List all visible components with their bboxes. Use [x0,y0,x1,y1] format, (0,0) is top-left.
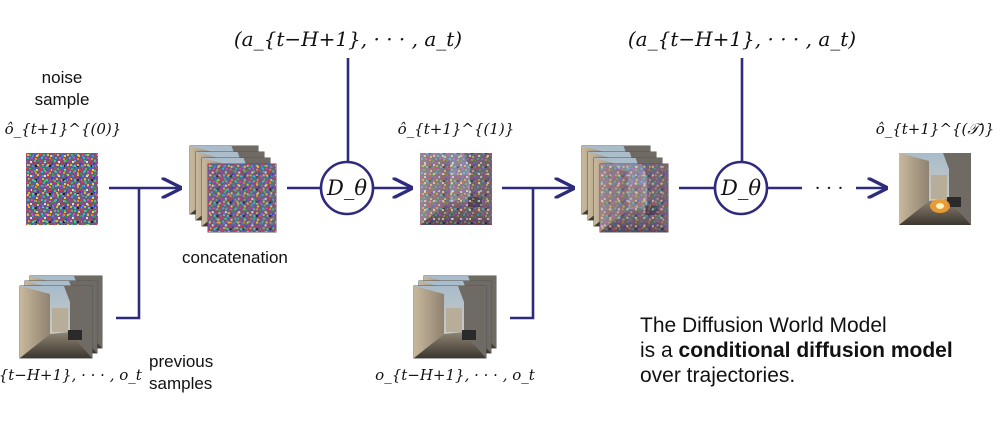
action-sequence-label: (a_{t−H+1}, · · · , a_t) [628,27,856,51]
caption-bold-phrase: conditional diffusion model [678,339,953,362]
caption-line-1: The Diffusion World Model [640,314,887,337]
previous-samples-label-line-2: samples [149,374,213,393]
concatenation-stack-1 [189,145,277,233]
step-1-sample-symbol: ô_{t+1}^{(1)} [398,120,515,138]
previous-samples-label-line-1: previous [149,352,214,371]
ellipsis: · · · [815,178,844,199]
connector-prev-samples-2 [510,188,535,320]
connector-prev-samples-1 [116,188,141,320]
previous-samples-label: previous samples [149,351,213,395]
action-sequence-label: (a_{t−H+1}, · · · , a_t) [234,27,462,51]
previous-observations-stack-1 [19,275,103,359]
concatenation-stack-2 [581,145,669,233]
previous-observations-stack-2 [413,275,497,359]
final-sample-image [899,153,971,225]
concatenation-label: concatenation [182,248,288,267]
denoiser-label: D_θ [326,176,367,200]
denoiser-node-2: D_θ [713,160,769,216]
noise-sample-label-line-1: noise [41,68,83,87]
observation-sequence-label: o_{t−H+1}, · · · , o_t [0,366,143,384]
caption-line-2: is a conditional diffusion model [640,338,953,363]
noise-sample-label-line-2: sample [34,90,90,109]
noise-sample-symbol: ô_{t+1}^{(0)} [5,120,122,138]
observation-sequence-label: o_{t−H+1}, · · · , o_t [375,366,536,384]
denoiser-node-1: D_θ [319,160,375,216]
caption: The Diffusion World Model is a condition… [640,313,953,388]
connectors [109,58,886,320]
denoised-sample-step-1 [420,153,492,225]
caption-line-2-prefix: is a [640,339,679,362]
caption-line-3: over trajectories. [640,364,796,387]
final-sample-symbol: ô_{t+1}^{(𝒯)} [876,120,995,138]
noise-sample-label: noise sample [30,67,94,111]
noise-sample-image [26,153,98,225]
denoiser-label: D_θ [720,176,761,200]
